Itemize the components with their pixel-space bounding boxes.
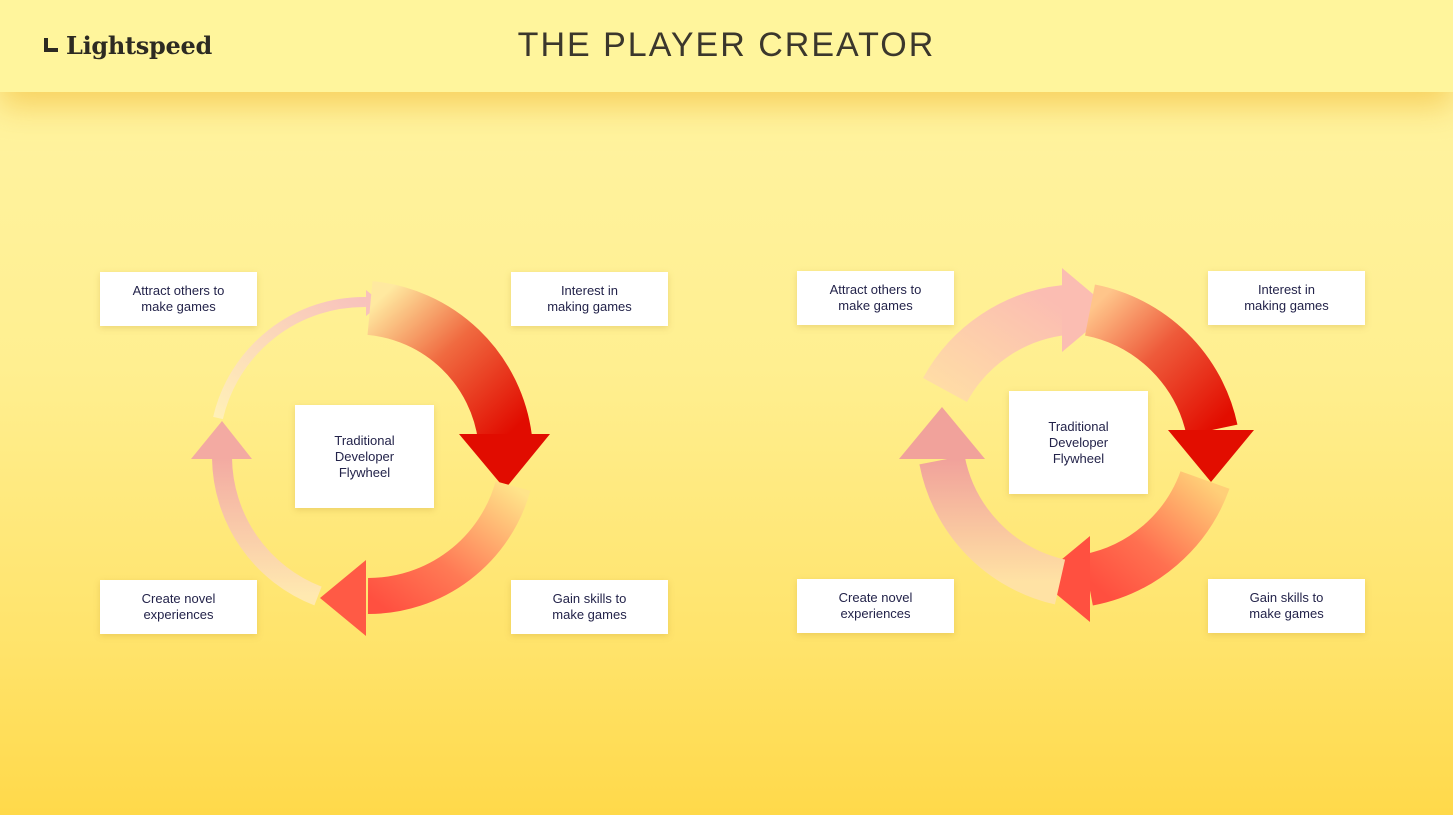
arrow-interest-to-skills-head	[1168, 430, 1254, 482]
node-create-novel: Create novel experiences	[100, 580, 257, 634]
arrow-interest-to-skills-head	[459, 434, 550, 489]
arrow-skills-to-create-head	[1038, 536, 1090, 622]
brand-name: Lightspeed	[66, 30, 212, 60]
arrow-skills-to-create	[367, 480, 531, 615]
arrow-create-to-attract	[212, 457, 322, 606]
page-title: THE PLAYER CREATOR	[517, 26, 936, 64]
node-create-novel: Create novel experiences	[797, 579, 954, 633]
arrow-skills-to-create-head	[320, 560, 366, 636]
node-interest-in-making: Interest in making games	[1208, 271, 1365, 325]
right-flywheel-arrows	[899, 268, 1254, 622]
arrow-interest-to-skills	[366, 281, 532, 443]
node-attract-others: Attract others to make games	[797, 271, 954, 325]
node-gain-skills: Gain skills to make games	[1208, 579, 1365, 633]
arrow-create-to-attract	[919, 455, 1066, 605]
arrow-interest-to-skills	[1084, 284, 1238, 437]
arrow-attract-to-interest-head	[1062, 268, 1112, 352]
flywheel-center-label: Traditional Developer Flywheel	[295, 405, 434, 508]
node-interest-in-making: Interest in making games	[511, 272, 668, 326]
lightspeed-logo-icon	[44, 38, 58, 52]
left-flywheel-arrows	[191, 281, 550, 636]
node-gain-skills: Gain skills to make games	[511, 580, 668, 634]
arrow-attract-to-interest	[923, 285, 1069, 403]
arrow-create-to-attract-head	[191, 421, 252, 459]
brand-logo[interactable]: Lightspeed	[42, 28, 212, 62]
arrow-create-to-attract-head	[899, 407, 985, 459]
node-attract-others: Attract others to make games	[100, 272, 257, 326]
arrow-attract-to-interest	[213, 296, 367, 420]
header: Lightspeed THE PLAYER CREATOR	[0, 0, 1453, 92]
flywheel-center-label: Traditional Developer Flywheel	[1009, 391, 1148, 494]
arrow-skills-to-create	[1082, 470, 1230, 606]
